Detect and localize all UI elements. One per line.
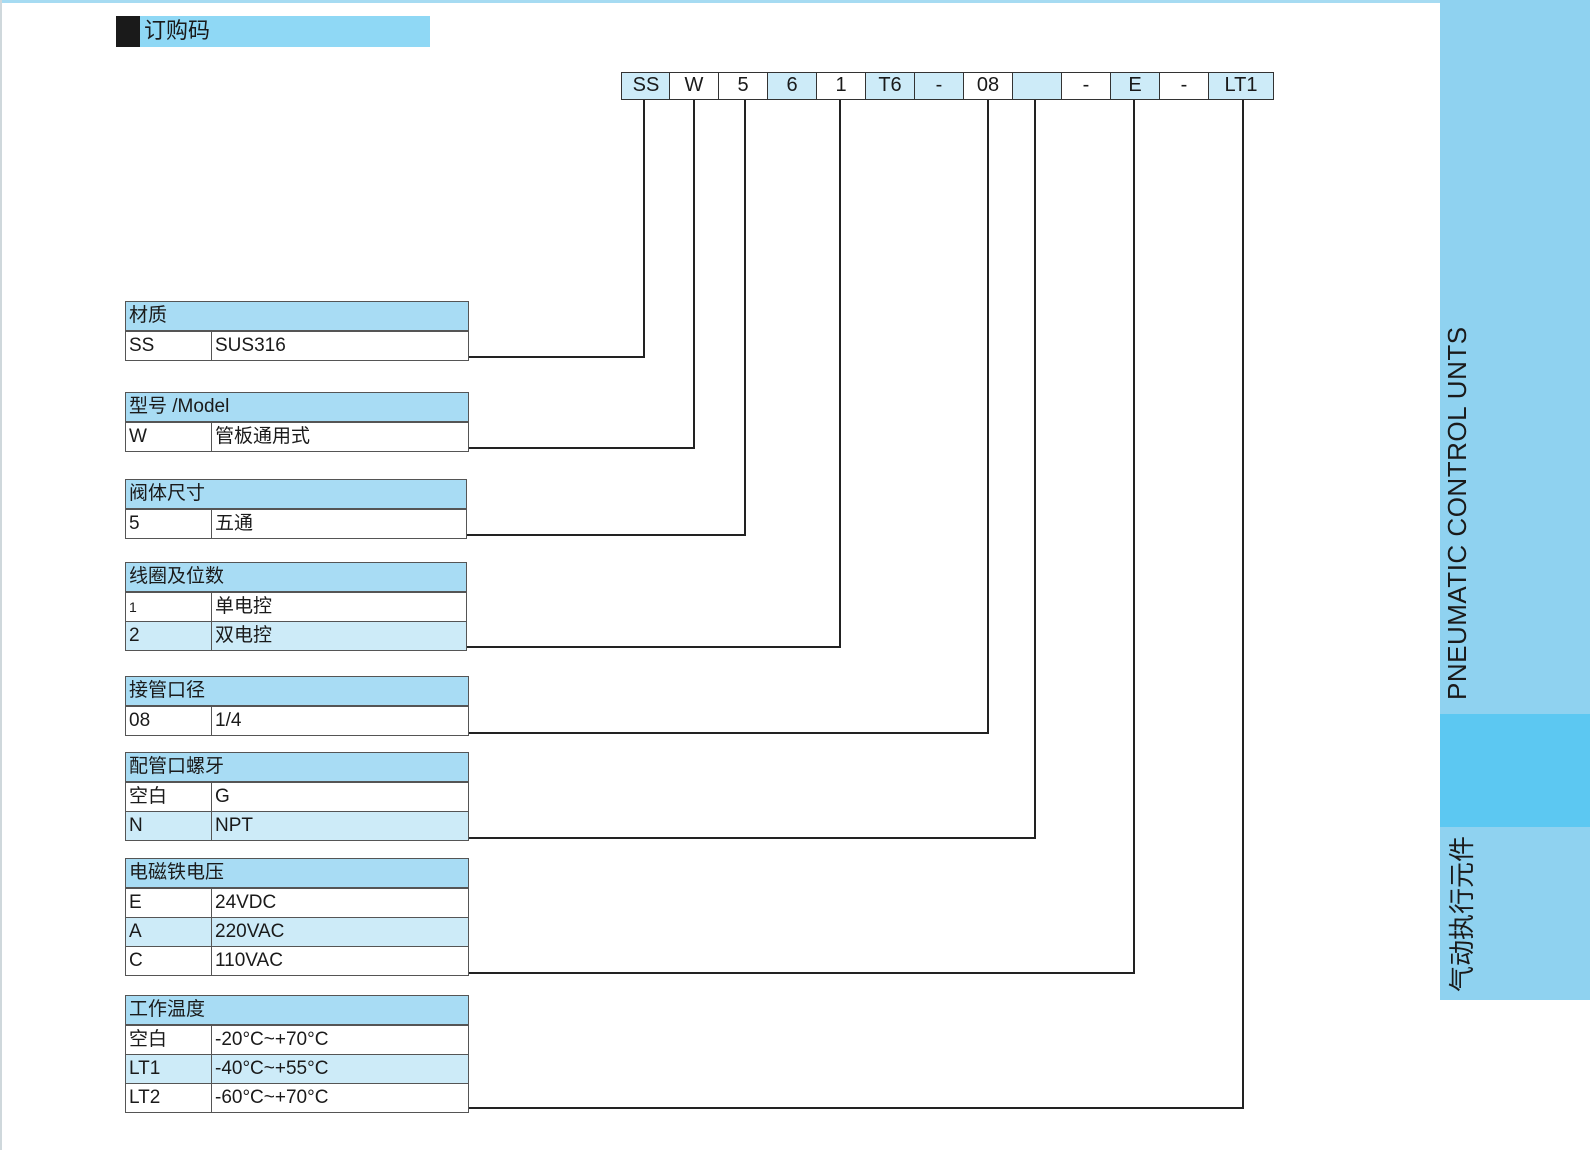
code-box-dash: -	[1159, 72, 1209, 100]
top-rule	[0, 0, 1440, 3]
code-text: T6	[878, 74, 902, 96]
option-desc: 五通	[215, 513, 254, 534]
code-text: W	[684, 74, 704, 96]
option-desc: -40°C~+55°C	[215, 1058, 329, 1079]
code-box-thread	[1012, 72, 1062, 100]
table-row: N NPT	[126, 811, 468, 840]
connector-material	[469, 100, 645, 358]
table-row: LT1 -40°C~+55°C	[126, 1054, 468, 1083]
option-code: LT1	[126, 1055, 212, 1083]
table-material: 材质 SS SUS316	[125, 301, 469, 361]
code-box-dash: -	[914, 72, 964, 100]
table-row: 2 双电控	[126, 621, 466, 650]
option-code: 08	[126, 707, 212, 735]
option-desc: 管板通用式	[215, 426, 311, 447]
table-title: 配管口螺牙	[126, 753, 468, 782]
code-text: 5	[737, 74, 749, 96]
connector-model	[469, 100, 695, 449]
table-voltage: 电磁铁电压 E 24VDC A 220VAC C 110VAC	[125, 858, 469, 976]
table-temperature: 工作温度 空白 -20°C~+70°C LT1 -40°C~+55°C LT2 …	[125, 995, 469, 1113]
left-rule	[0, 0, 2, 1150]
table-coil: 线圈及位数 1 单电控 2 双电控	[125, 562, 467, 651]
table-title: 阀体尺寸	[126, 480, 466, 509]
option-code: W	[126, 423, 212, 451]
section-header: 订购码	[116, 16, 430, 47]
option-desc: G	[215, 786, 230, 807]
side-band	[1440, 714, 1590, 827]
table-row: 08 1/4	[126, 706, 468, 735]
option-desc: SUS316	[215, 335, 286, 356]
option-desc: -20°C~+70°C	[215, 1029, 329, 1050]
option-desc: NPT	[215, 815, 253, 836]
code-box-material: SS	[621, 72, 671, 100]
option-desc: 24VDC	[215, 892, 277, 913]
code-text: -	[1082, 74, 1090, 96]
table-row: SS SUS316	[126, 331, 468, 360]
table-row: C 110VAC	[126, 946, 468, 975]
code-box-temperature: LT1	[1208, 72, 1274, 100]
code-text: -	[1180, 74, 1188, 96]
option-desc: 220VAC	[215, 921, 285, 942]
option-code: A	[126, 918, 212, 946]
table-row: 5 五通	[126, 509, 466, 538]
table-row: E 24VDC	[126, 888, 468, 917]
code-box-model: W	[669, 72, 719, 100]
connector-lines	[467, 100, 1244, 1109]
option-desc: 1/4	[215, 710, 242, 731]
option-code: 2	[126, 622, 212, 650]
option-code: LT2	[126, 1084, 212, 1112]
code-text: E	[1128, 74, 1142, 96]
code-box-size: 5	[718, 72, 768, 100]
code-text: 6	[786, 74, 798, 96]
connector-port	[469, 100, 989, 734]
code-box-coil: 1	[816, 72, 866, 100]
table-title: 线圈及位数	[126, 563, 466, 592]
code-box-port: 08	[963, 72, 1013, 100]
side-bar	[1440, 0, 1590, 1000]
table-row: 1 单电控	[126, 592, 466, 621]
option-code: 1	[126, 593, 212, 621]
connector-thread	[469, 100, 1036, 839]
option-code: C	[126, 947, 212, 975]
table-title: 电磁铁电压	[126, 859, 468, 888]
table-row: A 220VAC	[126, 917, 468, 946]
code-text: SS	[632, 74, 660, 96]
table-title: 材质	[126, 302, 468, 331]
table-title: 型号 /Model	[126, 393, 468, 422]
code-box-t6: T6	[865, 72, 915, 100]
table-row: 空白 G	[126, 782, 468, 811]
option-desc: 单电控	[215, 596, 273, 617]
section-title: 订购码	[144, 19, 211, 44]
option-code: 空白	[126, 1026, 212, 1054]
side-label-english: PNEUMATIC CONTROL UNTS	[1442, 326, 1472, 700]
header-square-icon	[116, 16, 140, 47]
connector-size	[467, 100, 746, 536]
table-valve-size: 阀体尺寸 5 五通	[125, 479, 467, 539]
connector-temperature	[469, 100, 1244, 1109]
table-port-size: 接管口径 08 1/4	[125, 676, 469, 736]
option-desc: -60°C~+70°C	[215, 1087, 329, 1108]
side-label-chinese: 气动执行元件	[1448, 835, 1478, 992]
table-row: LT2 -60°C~+70°C	[126, 1083, 468, 1112]
option-code: SS	[126, 332, 212, 360]
code-text: 08	[976, 74, 1000, 96]
code-box-6: 6	[767, 72, 817, 100]
option-code: 空白	[126, 783, 212, 811]
option-code: 5	[126, 510, 212, 538]
option-desc: 双电控	[215, 625, 273, 646]
option-desc: 110VAC	[215, 950, 283, 971]
table-model: 型号 /Model W 管板通用式	[125, 392, 469, 452]
connector-voltage	[469, 100, 1135, 974]
table-title: 工作温度	[126, 996, 468, 1025]
code-text: 1	[835, 74, 847, 96]
option-code: E	[126, 889, 212, 917]
code-text: LT1	[1224, 74, 1258, 96]
table-row: 空白 -20°C~+70°C	[126, 1025, 468, 1054]
code-text: -	[935, 74, 943, 96]
connector-coil	[467, 100, 841, 648]
option-code: N	[126, 812, 212, 840]
table-row: W 管板通用式	[126, 422, 468, 451]
table-title: 接管口径	[126, 677, 468, 706]
table-thread: 配管口螺牙 空白 G N NPT	[125, 752, 469, 841]
